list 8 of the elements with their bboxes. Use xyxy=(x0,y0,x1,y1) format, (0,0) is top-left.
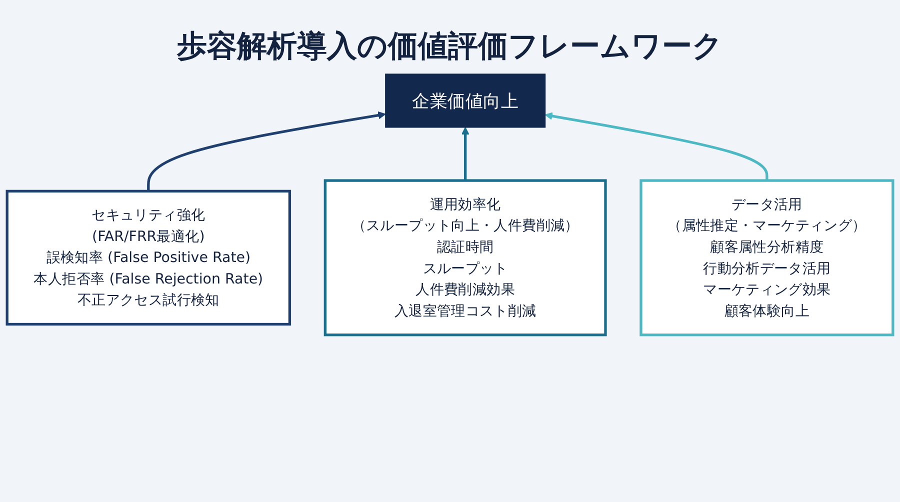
node-box: 企業価値向上 xyxy=(385,74,546,128)
node-box: セキュリティ強化 (FAR/FRR最適化) 誤検知率 (False Positive Rate) 本人拒否率 (False Rejection Rate) 不正アクセス試行検知 xyxy=(6,190,292,326)
node-box: データ活用 （属性推定・マーケティング） 顧客属性分析精度 行動分析データ活用 マーケティング効果 顧客体験向上 xyxy=(640,179,894,336)
node-box: 運用効率化 （スループット向上・人件費削減） 認証時間 スループット 人件費削減効果 入退室管理コスト削減 xyxy=(324,179,607,336)
title: 歩容解析導入の価値評価フレームワーク xyxy=(176,28,724,66)
arrow xyxy=(147,111,386,192)
arrow xyxy=(544,112,768,181)
arrow xyxy=(461,126,470,181)
